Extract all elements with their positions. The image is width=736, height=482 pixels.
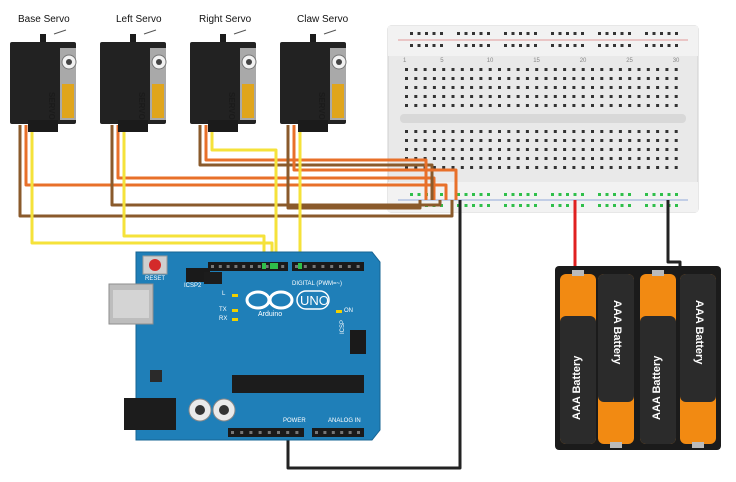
led-tx-label: TX bbox=[219, 307, 227, 313]
servo-label-right: Right Servo bbox=[199, 14, 252, 25]
aaa-battery-cell bbox=[560, 270, 596, 444]
analog-header bbox=[312, 428, 364, 437]
led-l-label: L bbox=[222, 291, 226, 297]
icsp2-label: ICSP2 bbox=[184, 283, 202, 289]
servo-0 bbox=[10, 29, 77, 132]
wires bbox=[18, 125, 682, 470]
servo-brand-left: SERVO bbox=[137, 92, 146, 120]
servo-group bbox=[10, 29, 347, 132]
breadboard-col-number: 30 bbox=[672, 58, 680, 64]
wire-base-signal bbox=[30, 125, 274, 263]
analog-label: ANALOG IN bbox=[328, 418, 361, 424]
breadboard-col-number: 5 bbox=[440, 58, 444, 64]
wire-right-power bbox=[204, 125, 428, 200]
wire-arduino-ground bbox=[286, 200, 462, 470]
arduino-logo-icon bbox=[245, 290, 294, 310]
regulator bbox=[150, 370, 162, 382]
on-label: ON bbox=[344, 308, 353, 314]
led-rx-label: RX bbox=[219, 316, 228, 322]
power-label: POWER bbox=[283, 418, 306, 424]
breadboard-col-number: 1 bbox=[403, 58, 407, 64]
battery-cell-label: AAA Battery bbox=[571, 355, 583, 420]
servo-1 bbox=[100, 29, 167, 132]
breadboard-col-number: 25 bbox=[626, 58, 633, 64]
aaa-battery-cell bbox=[640, 270, 676, 444]
breadboard-col-number: 20 bbox=[579, 58, 587, 64]
wire-claw-power bbox=[292, 125, 458, 200]
servo-2 bbox=[190, 29, 257, 132]
servo-brand-claw: SERVO bbox=[317, 92, 326, 120]
servo-3 bbox=[280, 29, 347, 132]
aaa-battery-cell bbox=[680, 274, 716, 448]
small-chip bbox=[204, 272, 222, 284]
battery-pack bbox=[555, 266, 721, 450]
digital-header-right bbox=[292, 262, 364, 271]
arduino-uno-board bbox=[108, 251, 381, 441]
servo-label-left: Left Servo bbox=[116, 14, 162, 25]
aaa-battery-cell bbox=[598, 274, 634, 448]
wire-base-power bbox=[24, 125, 448, 200]
microcontroller-chip bbox=[232, 375, 364, 393]
servo-label-claw: Claw Servo bbox=[297, 14, 349, 25]
wire-claw-ground bbox=[286, 125, 422, 210]
reset-button bbox=[149, 259, 161, 271]
power-header bbox=[228, 428, 304, 437]
wire-base-ground bbox=[18, 125, 454, 218]
digital-header-left bbox=[208, 262, 288, 271]
digital-label: DIGITAL (PWM=~) bbox=[292, 281, 343, 287]
icsp-label: ICSP bbox=[340, 319, 346, 334]
battery-cell-label: AAA Battery bbox=[693, 300, 705, 365]
uno-label: UNO bbox=[300, 293, 329, 308]
arduino-brand-label: Arduino bbox=[258, 311, 283, 318]
reset-label: RESET bbox=[145, 276, 166, 282]
wire-battery-negative bbox=[666, 200, 682, 268]
battery-cell-label: AAA Battery bbox=[611, 300, 623, 365]
battery-cell-label: AAA Battery bbox=[651, 355, 663, 420]
icsp-header bbox=[350, 330, 366, 354]
dc-jack bbox=[124, 398, 176, 430]
wire-right-signal bbox=[210, 125, 278, 263]
servo-brand-right: SERVO bbox=[227, 92, 236, 120]
servo-brand-base: SERVO bbox=[47, 92, 56, 120]
servo-label-base: Base Servo bbox=[18, 14, 70, 25]
wire-left-signal bbox=[122, 125, 266, 263]
breadboard-col-number: 10 bbox=[486, 58, 494, 64]
wire-right-ground bbox=[198, 125, 434, 200]
breadboard-col-number: 15 bbox=[533, 58, 540, 64]
